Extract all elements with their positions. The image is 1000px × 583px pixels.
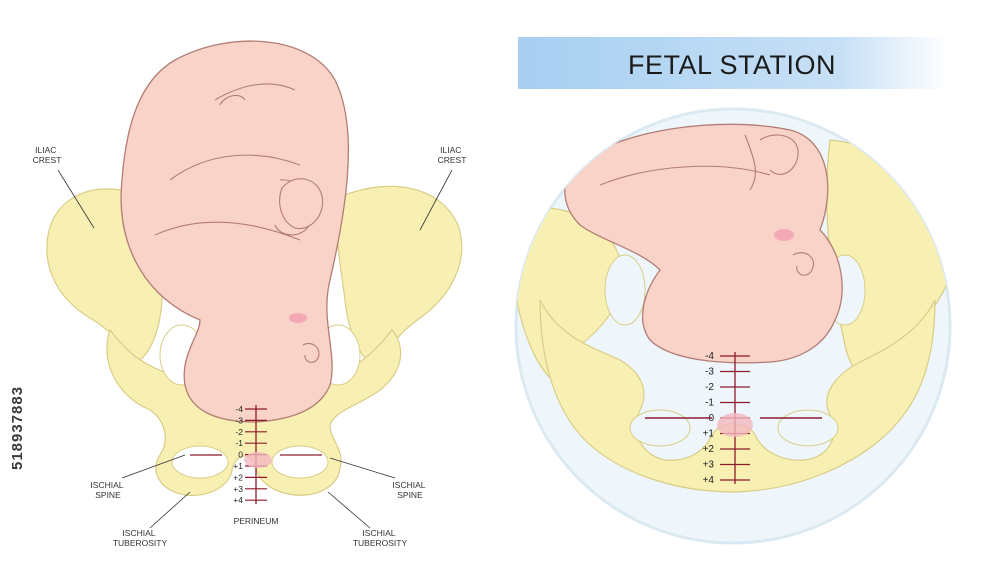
zoom-fetus-fontanelle xyxy=(774,229,794,241)
pointer-iliac-right xyxy=(419,169,453,231)
right-station-label: +2 xyxy=(703,444,715,455)
label-iliac-crest-left: ILIAC CREST xyxy=(33,145,62,165)
left-station-label: -3 xyxy=(235,415,243,425)
zoom-fetal-head-at-spine xyxy=(717,413,753,437)
right-iliac-wing xyxy=(336,185,463,371)
pointer-spine-right xyxy=(329,457,396,479)
right-station-label: -3 xyxy=(705,367,714,378)
label-ischial-tuberosity-left: ISCHIAL TUBEROSITY xyxy=(113,528,168,548)
left-obturator-foramen xyxy=(171,445,229,479)
left-station-label: +1 xyxy=(233,461,243,471)
zoom-left-foramen xyxy=(629,409,691,447)
zoom-right-foramen xyxy=(777,409,839,447)
zoom-view: -4-3-2-10+1+2+3+4 xyxy=(514,107,952,545)
left-station-label: -4 xyxy=(235,404,243,414)
zoom-fetus-limb-lines xyxy=(599,134,799,191)
right-station-label: -2 xyxy=(705,382,714,393)
right-station-label: +4 xyxy=(703,475,715,486)
right-obturator-foramen xyxy=(271,445,329,479)
fetus-hand xyxy=(279,178,324,230)
right-station-label: +3 xyxy=(703,460,715,471)
label-ischial-tuberosity-right: ISCHIAL TUBEROSITY xyxy=(353,528,408,548)
pointer-spine-left xyxy=(121,454,186,479)
right-station-label: -4 xyxy=(705,351,714,362)
zoom-inlet-left xyxy=(604,254,646,326)
stock-id-watermark: 518937883 xyxy=(9,386,26,470)
left-station-label: +3 xyxy=(233,484,243,494)
title-banner: FETAL STATION xyxy=(518,37,948,89)
fetus-fontanelle xyxy=(289,313,307,323)
label-perineum: PERINEUM xyxy=(234,516,279,526)
zoom-fetus-ear xyxy=(792,252,814,276)
left-station-label: +2 xyxy=(233,472,243,482)
left-station-label: 0 xyxy=(238,450,243,460)
pointer-iliac-left xyxy=(57,169,95,229)
label-ischial-spine-left: ISCHIAL SPINE xyxy=(90,480,125,500)
right-station-label: +1 xyxy=(703,429,715,440)
zoom-fetus xyxy=(564,123,843,364)
fetus-limb-lines xyxy=(154,83,314,241)
right-station-label: -1 xyxy=(705,398,714,409)
pointer-tuberosity-left xyxy=(149,491,191,529)
label-iliac-crest-right: ILIAC CREST xyxy=(438,145,467,165)
fetus-ear xyxy=(302,342,320,363)
page-title: FETAL STATION xyxy=(628,50,836,80)
fetus-body xyxy=(120,40,350,423)
left-pelvis-view: -4-3 -2-1 0+1+2 +3+4 ILIAC CREST ILIAC CRES… xyxy=(33,40,467,548)
left-station-label: -2 xyxy=(235,427,243,437)
pointer-tuberosity-right xyxy=(327,491,371,529)
left-station-label: +4 xyxy=(233,495,243,505)
fetal-head-at-spine xyxy=(244,452,272,468)
label-ischial-spine-right: ISCHIAL SPINE xyxy=(392,480,427,500)
left-station-label: -1 xyxy=(235,438,243,448)
